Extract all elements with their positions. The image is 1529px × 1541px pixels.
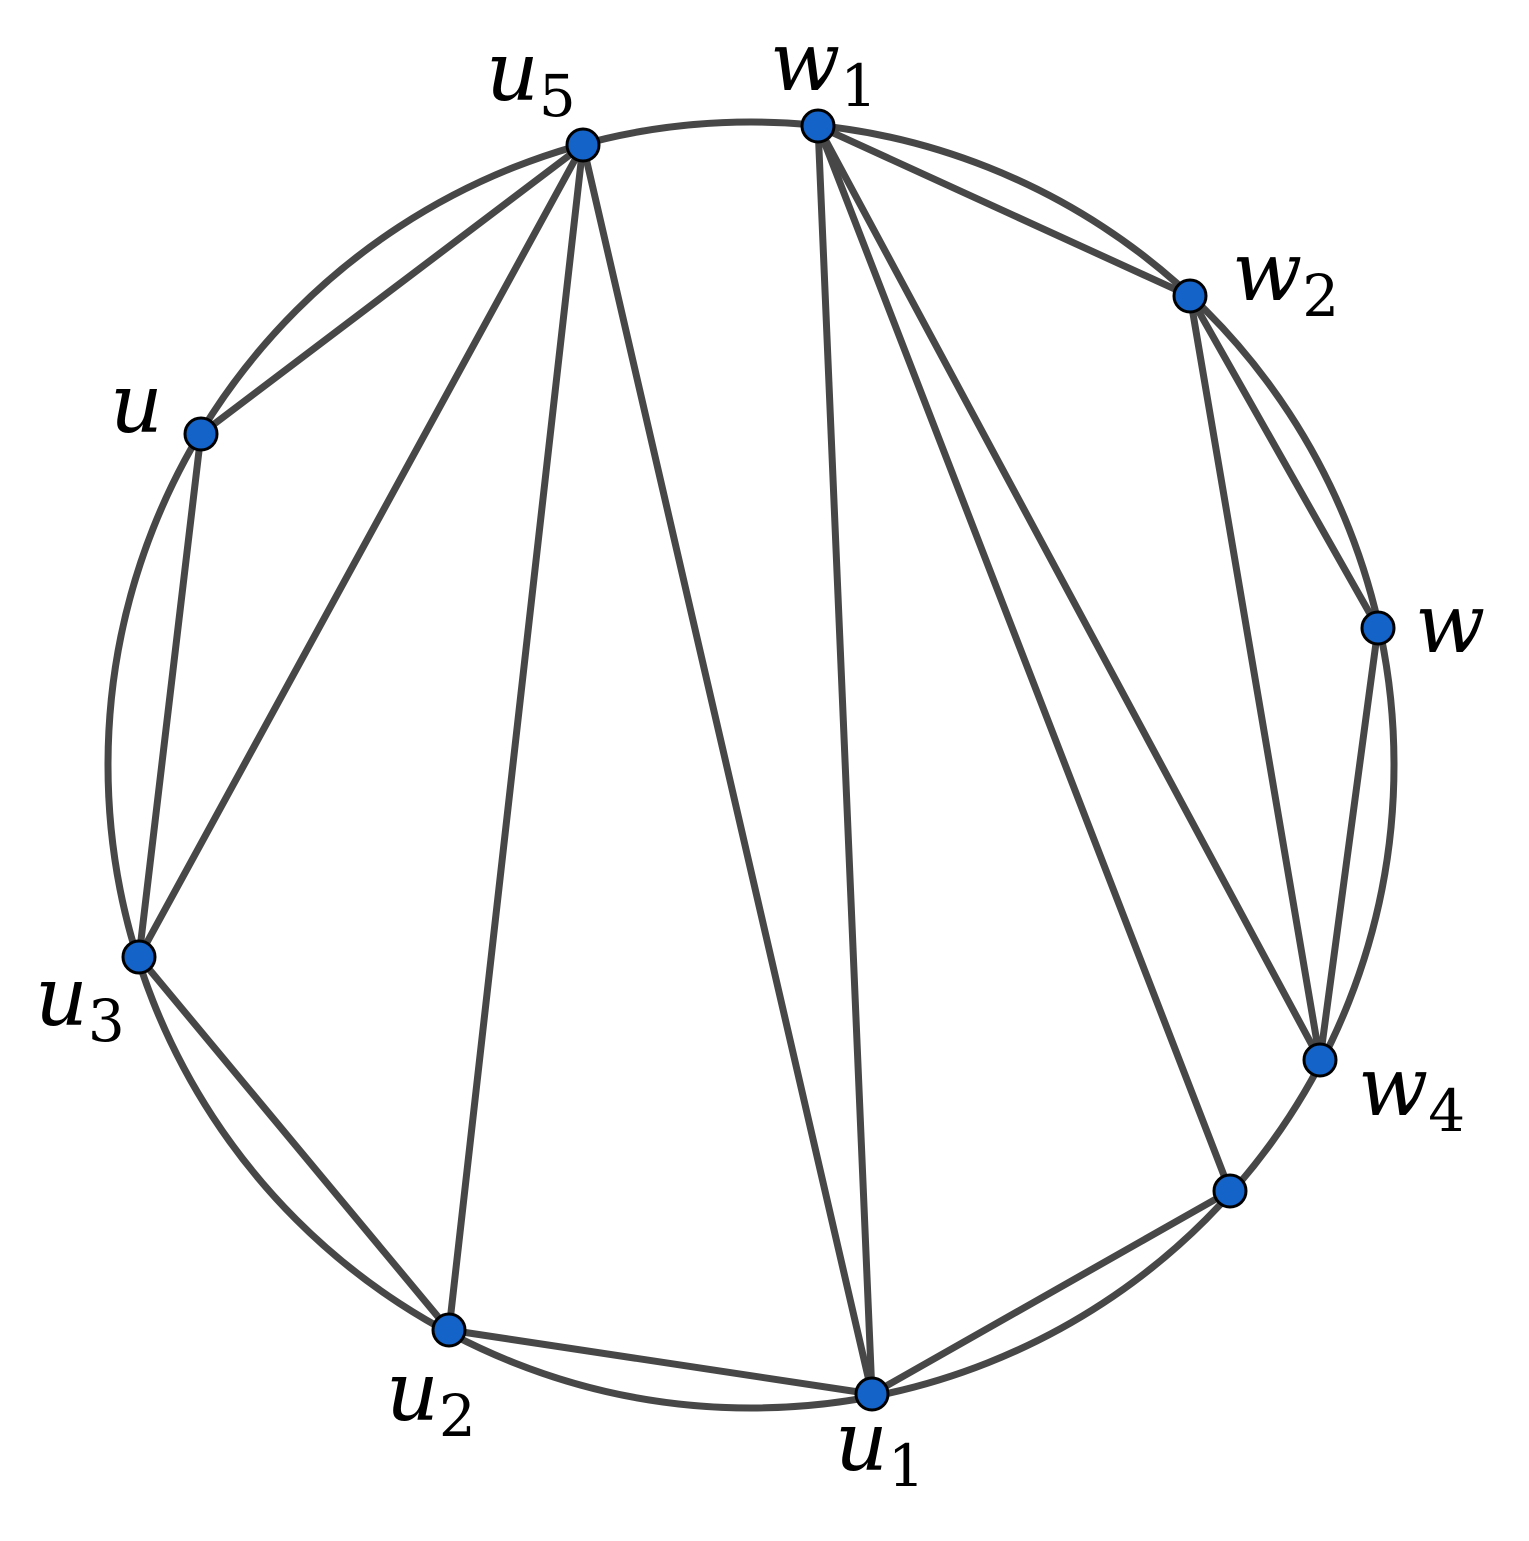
- edge-w2-w4: [1186, 292, 1324, 1064]
- edges-group: [135, 122, 1382, 1398]
- vertex-subscript-w1: 1: [840, 52, 877, 120]
- vertex-u3: [121, 939, 157, 975]
- vertex-u: [183, 416, 219, 452]
- vertex-subscript-w4: 4: [1428, 1077, 1465, 1145]
- edge-u5-u: [197, 141, 587, 438]
- edge-w-w4: [1316, 624, 1382, 1064]
- edge-u5-u2: [445, 141, 587, 1334]
- vertex-label-w: w: [1415, 577, 1485, 672]
- labels-group: u5 w1 w2 w w4 u1 u2 u3 u: [35, 15, 1485, 1500]
- vertex-v: [1212, 1173, 1248, 1209]
- vertex-subscript-u1: 1: [888, 1432, 925, 1500]
- vertices-group: [121, 108, 1396, 1412]
- vertex-subscript-u2: 2: [439, 1382, 476, 1450]
- vertex-w1: [800, 108, 836, 144]
- edge-w1-w2: [814, 122, 1194, 300]
- vertex-u5: [565, 127, 601, 163]
- outer-circle: [104, 118, 1398, 1412]
- edge-w2-w: [1186, 292, 1382, 632]
- vertex-subscript-u5: 5: [539, 62, 576, 130]
- vertex-label-u1: u1: [835, 1395, 925, 1500]
- vertex-w4: [1302, 1042, 1338, 1078]
- edge-u3-u2: [135, 953, 453, 1334]
- vertex-w2: [1172, 278, 1208, 314]
- vertex-label-w1: w1: [770, 15, 877, 120]
- vertex-label-w4: w4: [1358, 1040, 1465, 1145]
- vertex-label-u: u: [110, 357, 163, 452]
- vertex-label-u3: u3: [35, 950, 125, 1055]
- edge-u-u3: [135, 430, 205, 961]
- edge-v-w1: [814, 122, 1234, 1195]
- edge-u2-u1: [445, 1326, 876, 1398]
- vertex-u1: [854, 1376, 890, 1412]
- vertex-label-u5: u5: [486, 25, 576, 130]
- vertex-w: [1360, 610, 1396, 646]
- edge-u5-u3: [135, 141, 587, 961]
- vertex-subscript-w2: 2: [1302, 262, 1339, 330]
- vertex-label-w2: w2: [1232, 225, 1339, 330]
- vertex-label-u2: u2: [386, 1345, 476, 1450]
- edge-w1-w4: [814, 122, 1324, 1064]
- vertex-u2: [431, 1312, 467, 1348]
- edge-u5-u1: [579, 141, 876, 1398]
- edge-u1-w1: [814, 122, 876, 1398]
- edge-u1-v: [868, 1187, 1234, 1398]
- vertex-subscript-u3: 3: [88, 987, 125, 1055]
